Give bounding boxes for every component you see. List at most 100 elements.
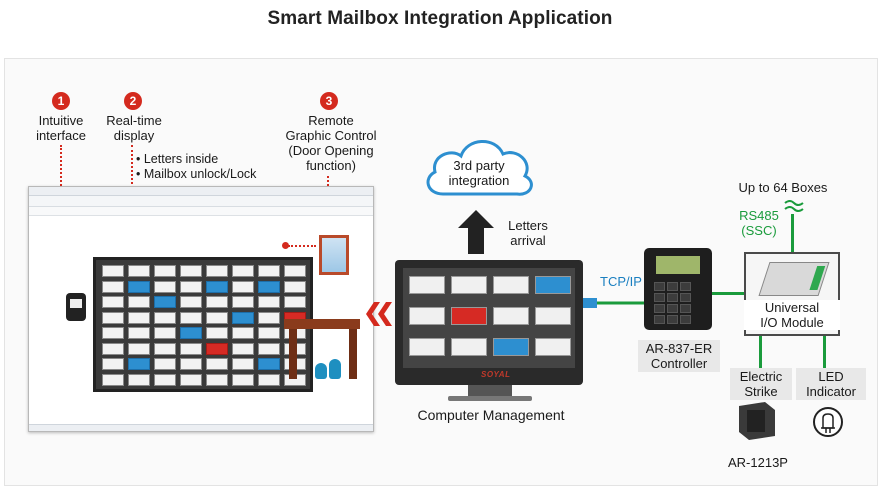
- keypad-key: [667, 304, 678, 313]
- diagram-title: Smart Mailbox Integration Application: [267, 8, 613, 29]
- mailbox-slot: [258, 358, 280, 370]
- monitor-mailbox-slot: [493, 338, 529, 356]
- reader-device-icon: [66, 293, 86, 321]
- keypad-key: [654, 304, 665, 313]
- mailbox-slot: [180, 311, 202, 324]
- mailbox-slot: [102, 311, 124, 324]
- ar1213p-label: AR-1213P: [728, 455, 788, 470]
- mailbox-slot: [284, 265, 306, 277]
- mailbox-slot: [128, 280, 150, 293]
- mailbox-slot: [180, 280, 202, 293]
- mailbox-slot: [102, 280, 124, 293]
- mailbox-slot: [154, 265, 176, 277]
- mailbox-slot: [258, 265, 280, 277]
- mailbox-slot: [206, 280, 228, 293]
- bullet-letters-inside: • Letters inside: [136, 152, 219, 166]
- wall-painting-icon: [319, 235, 349, 275]
- step-2-badge: 2: [124, 92, 142, 110]
- mailbox-slot: [128, 327, 150, 339]
- step-3-dot: [282, 242, 289, 249]
- mailbox-slot: [102, 327, 124, 339]
- monitor-mailbox-slot: [493, 276, 529, 294]
- keypad-key: [667, 293, 678, 302]
- monitor-base: [448, 396, 532, 401]
- keypad-key: [667, 315, 678, 324]
- mailbox-slot: [154, 296, 176, 308]
- mailbox-slot: [232, 373, 254, 386]
- led-link: [823, 336, 826, 368]
- step-3-badge: 3: [320, 92, 338, 110]
- mailbox-slot: [232, 311, 254, 324]
- keypad-key: [667, 282, 678, 291]
- mailbox-slot: [128, 358, 150, 370]
- mailbox-slot: [206, 265, 228, 277]
- flow-arrow-icon: [366, 302, 392, 326]
- mailbox-slot: [258, 342, 280, 355]
- mailbox-slot: [102, 342, 124, 355]
- network-cable-icon: [583, 298, 645, 308]
- mailbox-slot: [180, 342, 202, 355]
- mailbox-slot: [154, 358, 176, 370]
- strike-link: [759, 336, 762, 368]
- mailbox-slot: [102, 358, 124, 370]
- mailbox-slot: [206, 296, 228, 308]
- mailbox-slot: [258, 373, 280, 386]
- mailbox-slot: [102, 265, 124, 277]
- mailbox-slot: [180, 327, 202, 339]
- mailbox-grid: [93, 257, 313, 392]
- mailbox-slot: [206, 327, 228, 339]
- electric-strike-icon: [739, 402, 775, 440]
- mailbox-slot: [258, 327, 280, 339]
- mailbox-slot: [154, 373, 176, 386]
- keypad-key: [654, 315, 665, 324]
- mailbox-slot: [206, 311, 228, 324]
- monitor-brand: SOYAL: [481, 370, 511, 379]
- mailbox-slot: [232, 358, 254, 370]
- monitor-stand: [468, 385, 512, 397]
- rs485-label: RS485(SSC): [739, 208, 779, 238]
- mailbox-slot: [180, 373, 202, 386]
- desk-top: [284, 319, 360, 329]
- keypad-key: [680, 293, 691, 302]
- monitor-mailbox-slot: [535, 276, 571, 294]
- computer-monitor: SOYAL: [395, 260, 583, 385]
- io-board-icon: [758, 262, 830, 296]
- computer-management-label: Computer Management: [417, 407, 565, 423]
- mailbox-slot: [154, 280, 176, 293]
- mailbox-slot: [128, 265, 150, 277]
- mailbox-slot: [258, 296, 280, 308]
- monitor-mailbox-slot: [409, 338, 445, 356]
- up-arrow-icon: [458, 210, 494, 254]
- window-tabbar: [29, 207, 373, 216]
- window-toolbar: [29, 196, 373, 207]
- cloud-icon: [426, 140, 533, 196]
- mailbox-slot: [128, 296, 150, 308]
- keypad-key: [680, 282, 691, 291]
- monitor-mailbox-slot: [451, 276, 487, 294]
- mailbox-slot: [128, 342, 150, 355]
- mailbox-slot: [232, 296, 254, 308]
- mailbox-software-window: [28, 186, 374, 432]
- monitor-mailbox-slot: [535, 307, 571, 325]
- vase-icon: [329, 359, 341, 379]
- vase-icon: [315, 363, 327, 379]
- step-1-badge: 1: [52, 92, 70, 110]
- monitor-mailbox-slot: [451, 307, 487, 325]
- bullet-mailbox-unlock: • Mailbox unlock/Lock: [136, 167, 257, 181]
- mailbox-slot: [102, 296, 124, 308]
- keypad-key: [680, 315, 691, 324]
- monitor-mailbox-slot: [451, 338, 487, 356]
- controller-io-link: [712, 292, 744, 295]
- keypad-key: [654, 282, 665, 291]
- mailbox-slot: [128, 311, 150, 324]
- monitor-mailbox-slot: [535, 338, 571, 356]
- mailbox-slot: [180, 358, 202, 370]
- mailbox-slot: [232, 265, 254, 277]
- mailbox-slot: [102, 373, 124, 386]
- mailbox-slot: [232, 280, 254, 293]
